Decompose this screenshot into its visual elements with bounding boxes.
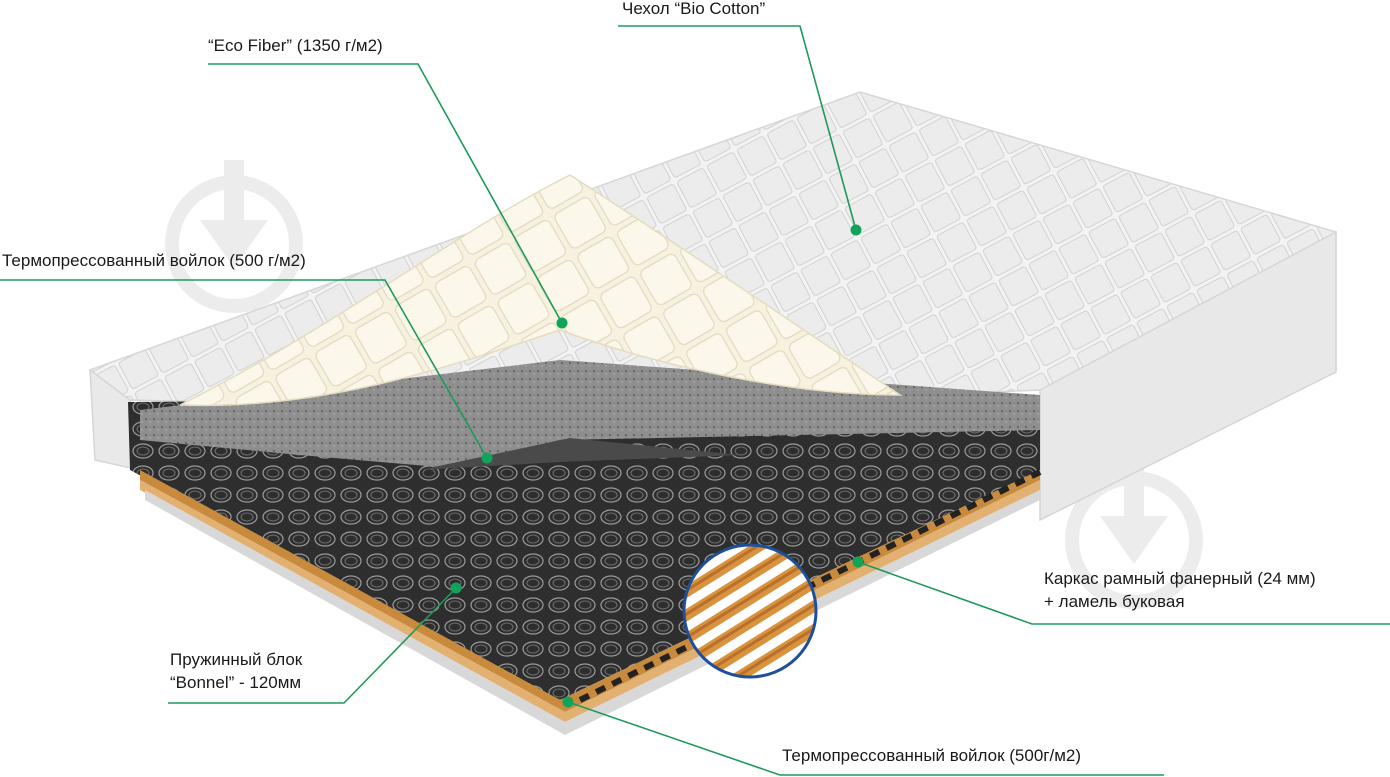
label-frame-line1: Каркас рамный фанерный (24 мм) [1044,569,1316,588]
leader-frame [857,561,1390,625]
label-spring-line1: Пружинный блок [170,650,303,669]
download-arrow-icon [1065,456,1203,609]
dot-eco-fiber [556,317,568,329]
label-felt-top: Термопрессованный войлок (500 г/м2) [2,251,306,270]
dot-felt-top [481,452,493,464]
leader-eco-fiber [208,63,563,324]
label-frame-line2: + ламель буковая [1044,592,1185,611]
slat-closeup-icon [682,543,818,679]
download-arrow-icon [165,160,303,313]
leader-dots [450,224,864,708]
leader-lines [0,25,1390,776]
label-felt-bottom: Термопрессованный войлок (500г/м2) [782,746,1082,765]
label-eco-fiber: “Eco Fiber” (1350 г/м2) [208,36,383,55]
leader-bio-cotton [618,25,857,231]
spring-block [128,395,1040,700]
dot-frame [852,556,864,568]
label-spring-line2: “Bonnel” - 120мм [170,673,302,692]
leader-felt-top [0,279,488,459]
eco-fiber-layer [179,174,903,407]
dot-felt-bottom [562,696,574,708]
dot-spring [450,582,462,594]
leader-felt-bottom [567,701,1164,776]
leader-spring [168,587,457,704]
dot-bio-cotton [850,224,862,236]
label-bio-cotton: Чехол “Bio Cotton” [622,0,766,18]
